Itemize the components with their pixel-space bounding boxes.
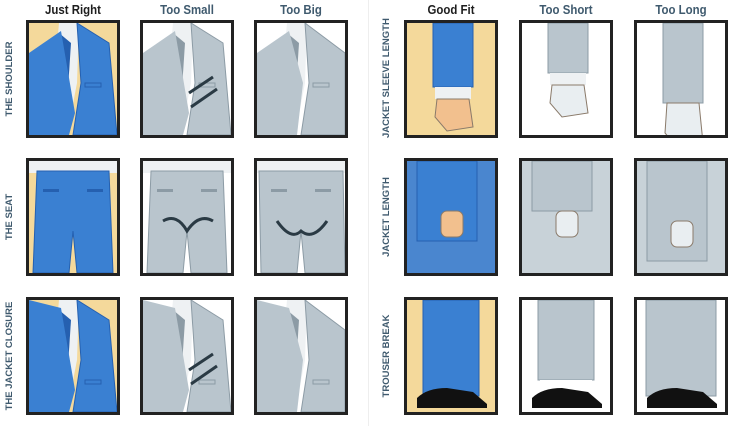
illustration-seat-just-right — [26, 158, 120, 276]
illustration-trouser-break-too-short — [519, 297, 613, 415]
illustration-shoulder-just-right — [26, 20, 120, 138]
column-header-just-right: Just Right — [45, 2, 101, 17]
illustration-jacket-length-too-short — [519, 158, 613, 276]
illustration-closure-too-small — [140, 297, 234, 415]
illustration-shoulder-too-small — [140, 20, 234, 138]
column-header-too-short: Too Short — [539, 2, 593, 17]
illustration-sleeve-length-too-short — [519, 20, 613, 138]
row-label-jacket-length: JACKET LENGTH — [381, 177, 392, 257]
illustration-seat-too-small — [140, 158, 234, 276]
divider — [368, 0, 369, 426]
column-header-too-big: Too Big — [280, 2, 322, 17]
row-label-seat: THE SEAT — [4, 193, 15, 241]
illustration-closure-too-big — [254, 297, 348, 415]
illustration-seat-too-big — [254, 158, 348, 276]
illustration-jacket-length-too-long — [634, 158, 728, 276]
illustration-sleeve-length-too-long — [634, 20, 728, 138]
column-header-too-long: Too Long — [655, 2, 707, 17]
illustration-sleeve-length-good-fit — [404, 20, 498, 138]
row-label-jacket-closure: THE JACKET CLOSURE — [4, 301, 15, 411]
row-label-sleeve-length: JACKET SLEEVE LENGTH — [381, 18, 392, 138]
column-header-good-fit: Good Fit — [427, 2, 475, 17]
illustration-trouser-break-good-fit — [404, 297, 498, 415]
illustration-trouser-break-too-long — [634, 297, 728, 415]
illustration-jacket-length-good-fit — [404, 158, 498, 276]
illustration-closure-just-right — [26, 297, 120, 415]
illustration-shoulder-too-big — [254, 20, 348, 138]
column-header-too-small: Too Small — [160, 2, 214, 17]
row-label-trouser-break: TROUSER BREAK — [381, 314, 392, 398]
row-label-shoulder: THE SHOULDER — [4, 41, 15, 117]
